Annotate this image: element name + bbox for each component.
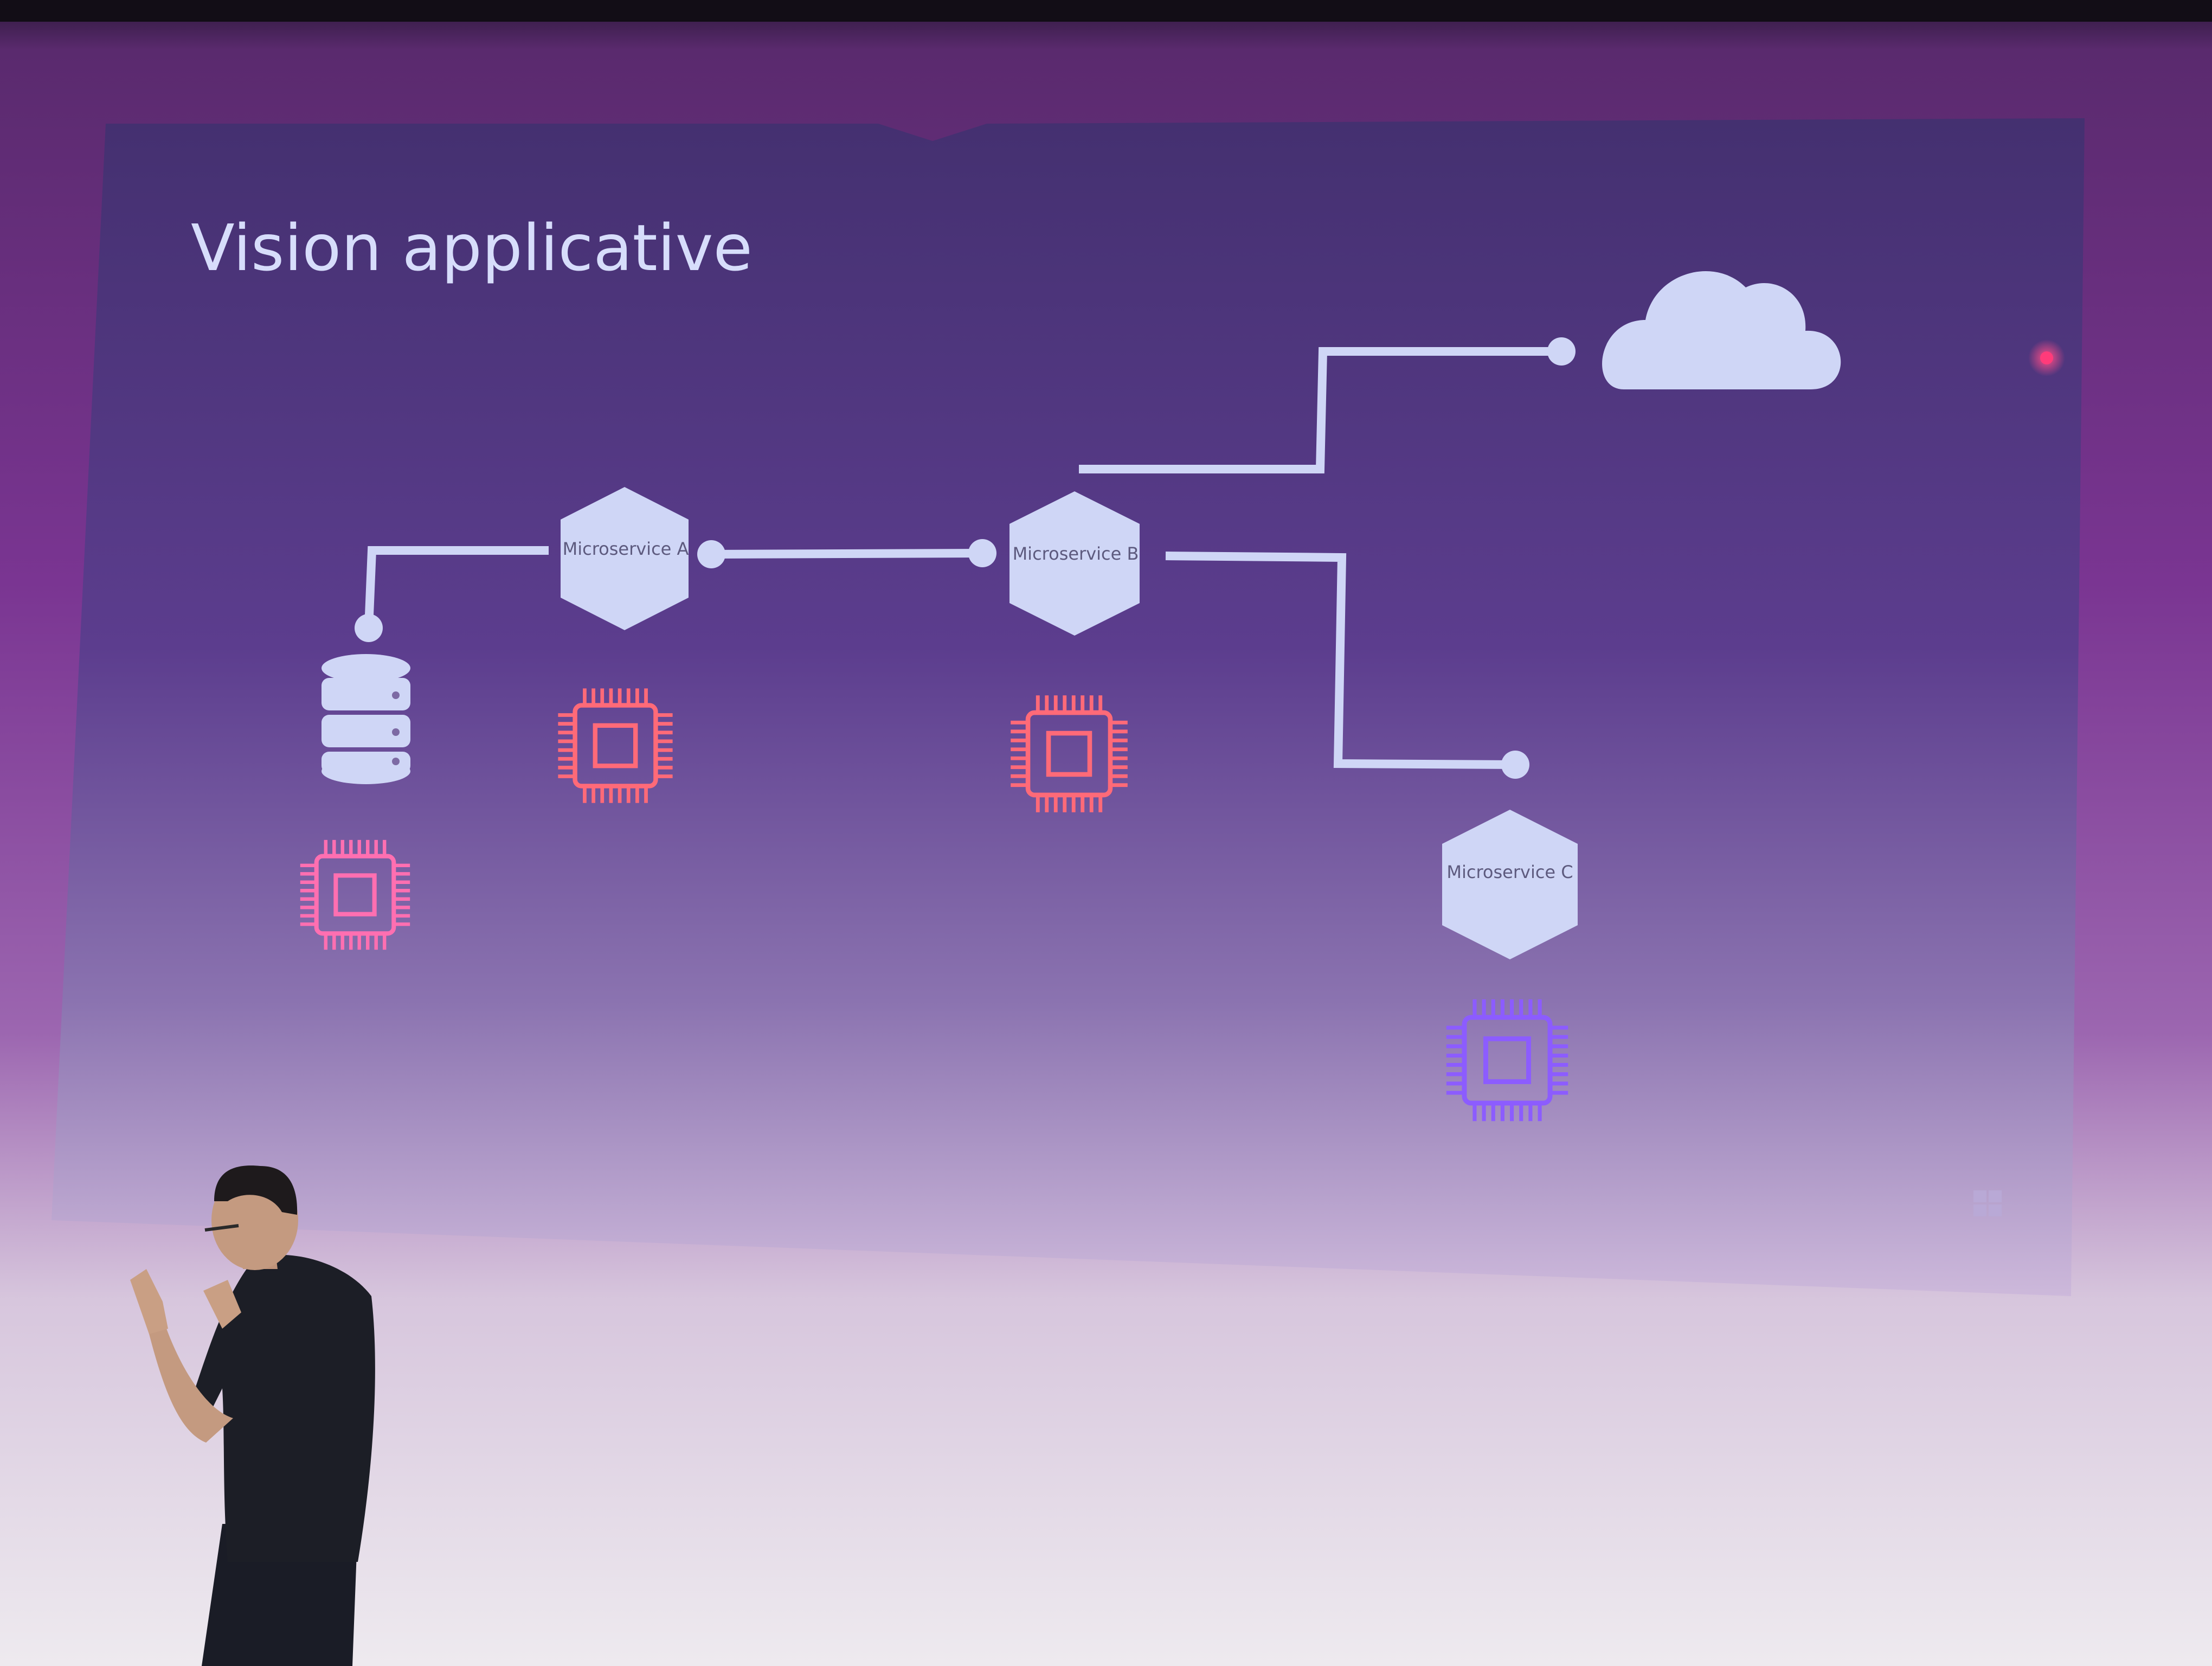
microservice-b-node: Microservice B (1009, 491, 1140, 636)
cloud-endpoint-dot (1547, 337, 1576, 366)
cloud-icon (1602, 271, 1841, 389)
db-to-service-a-line (364, 546, 549, 629)
presenter-arm (146, 1318, 233, 1443)
service-b-endpoint-dot (968, 539, 996, 567)
presenter-glasses (204, 1224, 239, 1232)
slide-panel (52, 118, 2085, 1296)
microservice-c-node: Microservice C (1442, 810, 1578, 959)
microservice-b-label: Microservice B (1013, 543, 1139, 564)
presenter-hair (214, 1165, 298, 1215)
cpu-chip-group (300, 688, 1568, 1122)
db-endpoint-dot (355, 614, 383, 642)
laser-pointer-core (2040, 351, 2053, 364)
connector-endpoints (355, 337, 1576, 779)
hexagon-node-icon (561, 487, 689, 630)
service-b-to-c-line (1165, 552, 1516, 769)
slide-title: Vision applicative (191, 210, 753, 285)
microservice-a-label: Microservice A (563, 539, 689, 559)
service-a-to-b-line (711, 549, 983, 559)
database-icon (321, 654, 410, 784)
ceiling-strip (0, 0, 2212, 22)
cpu-chip-icon-service-a (558, 688, 673, 803)
windows-logo-icon (1973, 1190, 2002, 1216)
presenter-hand-left (130, 1269, 168, 1334)
microservice-c-label: Microservice C (1446, 862, 1573, 882)
microservice-a-node: Microservice A (561, 487, 689, 630)
cpu-chip-icon-database (300, 840, 410, 950)
presenter-hand-right (203, 1280, 241, 1329)
hexagon-node-icon (1442, 810, 1578, 959)
service-c-endpoint-dot (1501, 751, 1529, 779)
cpu-chip-icon-service-b (1011, 695, 1128, 812)
service-a-endpoint-dot (697, 540, 725, 568)
service-b-to-cloud-line (1079, 347, 1561, 473)
presenter-shirt (195, 1254, 375, 1562)
presenter-person (130, 1165, 375, 1666)
cpu-chip-icon-service-c (1446, 999, 1568, 1122)
connector-lines (364, 347, 1561, 769)
hexagon-node-icon (1009, 491, 1140, 636)
